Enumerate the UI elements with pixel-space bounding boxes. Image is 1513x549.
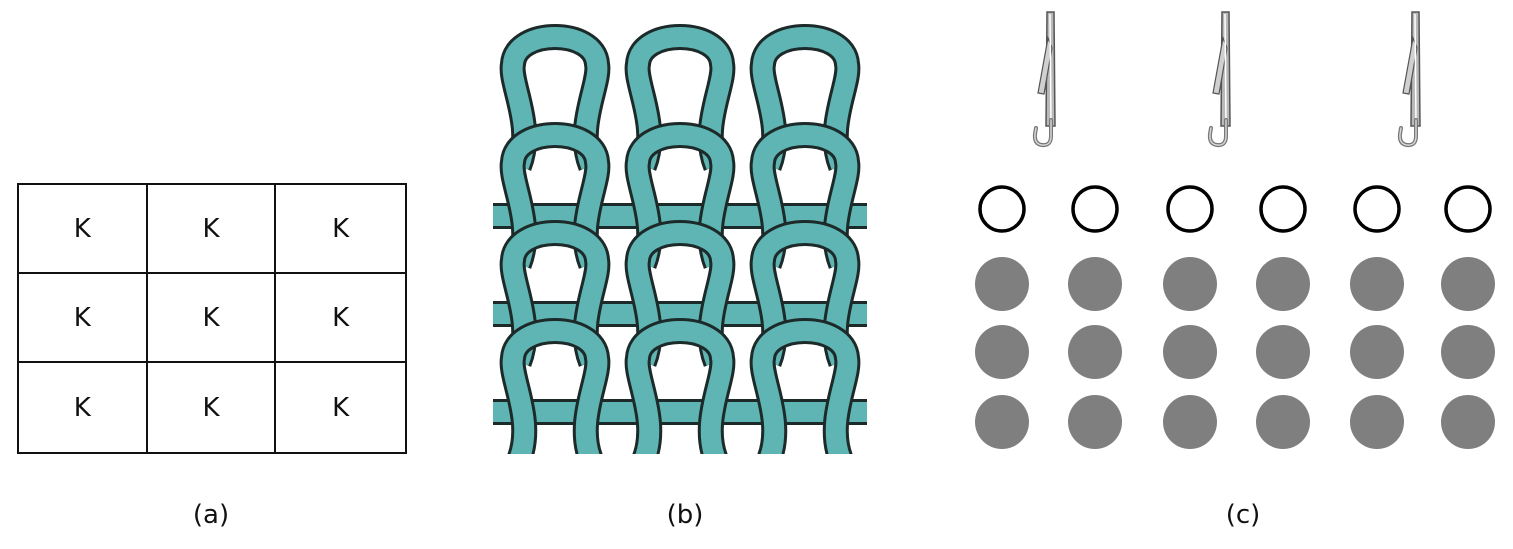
empty-needle-slot — [1166, 185, 1214, 233]
empty-needle-slot — [1444, 185, 1492, 233]
grid-cell: K — [19, 274, 148, 363]
latch-needle-icon — [1207, 11, 1231, 148]
empty-needle-slot — [1353, 185, 1401, 233]
filled-needle-slot — [1163, 257, 1217, 311]
filled-needle-slot — [1441, 395, 1495, 449]
caption-a: (a) — [192, 500, 230, 530]
knit-fabric-illustration — [493, 24, 867, 454]
knit-loop — [502, 321, 608, 454]
needle-bed-diagram — [975, 11, 1495, 449]
filled-needle-slot — [975, 325, 1029, 379]
filled-needle-slot — [975, 395, 1029, 449]
latch-needle-icon — [1032, 11, 1056, 148]
knit-loop — [627, 27, 733, 170]
grid-cell: K — [332, 392, 350, 423]
caption-b: (b) — [666, 500, 704, 530]
caption-c: (c) — [1225, 500, 1261, 530]
knit-loop — [502, 223, 608, 366]
knit-loop — [627, 223, 733, 366]
grid-cell: K — [19, 363, 148, 452]
filled-needle-slot — [1350, 257, 1404, 311]
empty-needle-slot — [1071, 185, 1119, 233]
empty-needle-slot — [1259, 185, 1307, 233]
grid-cell: K — [148, 363, 277, 452]
knit-chart-grid: K K K K K K K K K — [17, 183, 407, 454]
filled-needle-slot — [1068, 325, 1122, 379]
grid-cell: K — [276, 274, 405, 363]
grid-cell: K — [147, 185, 277, 274]
knit-loop — [752, 27, 858, 170]
knit-loop — [752, 321, 858, 454]
knit-loop — [502, 125, 608, 268]
filled-needle-slot — [1441, 257, 1495, 311]
knit-loop — [627, 321, 733, 454]
filled-needle-slot — [1068, 395, 1122, 449]
filled-needle-slot — [1350, 395, 1404, 449]
filled-needle-slot — [1256, 395, 1310, 449]
filled-needle-slot — [1163, 395, 1217, 449]
filled-needle-slot — [1350, 325, 1404, 379]
filled-needle-slot — [1256, 325, 1310, 379]
grid-cell: K — [19, 185, 148, 274]
latch-needle-icon — [1397, 11, 1421, 148]
filled-needle-slot — [975, 257, 1029, 311]
knit-loop — [627, 125, 733, 268]
knit-loop — [752, 223, 858, 366]
knit-loop — [502, 27, 608, 170]
grid-cell: K — [276, 185, 405, 274]
filled-needle-slot — [1163, 325, 1217, 379]
filled-needle-slot — [1256, 257, 1310, 311]
grid-cell: K — [147, 274, 277, 363]
empty-needle-slot — [978, 185, 1026, 233]
knit-loop — [752, 125, 858, 268]
filled-needle-slot — [1441, 325, 1495, 379]
filled-needle-slot — [1068, 257, 1122, 311]
